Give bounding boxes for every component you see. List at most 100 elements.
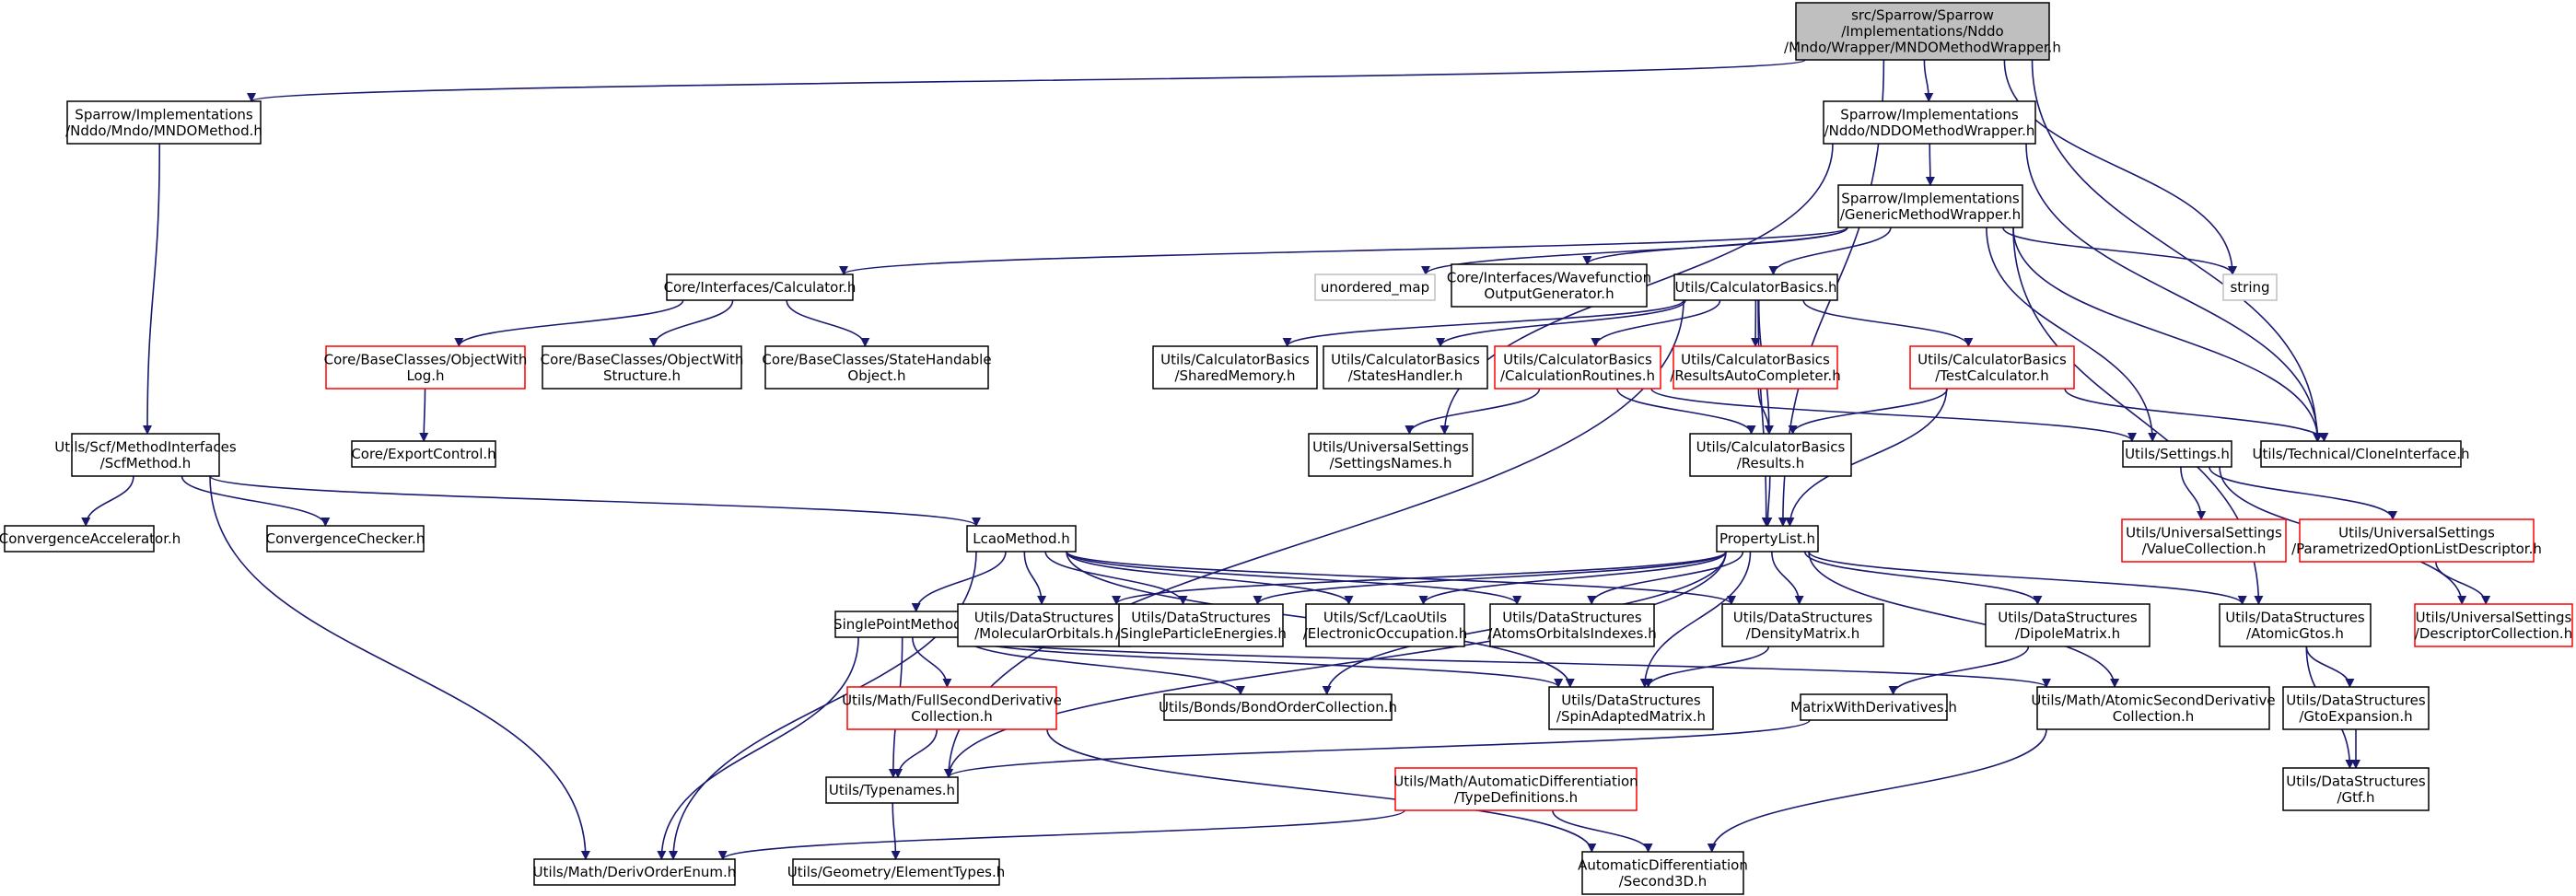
node-settings[interactable]: Utils/Settings.h [2122,440,2232,468]
node-box [1323,345,1488,390]
edge-settings-to-param_option [2209,466,2397,520]
node-atomic_gtos[interactable]: Utils/DataStructures/AtomicGtos.h [2219,603,2372,647]
node-gto_expansion[interactable]: Utils/DataStructures/GtoExpansion.h [2282,686,2430,730]
node-single_particle[interactable]: Utils/DataStructures/SingleParticleEnerg… [1115,603,1287,647]
node-atomic_second[interactable]: Utils/Math/AtomicSecondDerivativeCollect… [2031,686,2276,730]
node-property_list[interactable]: PropertyList.h [1716,525,1819,553]
node-box [846,686,1057,730]
node-results_auto[interactable]: Utils/CalculatorBasics/ResultsAutoComple… [1670,345,1841,390]
node-box [792,858,1000,886]
edge-calculator-to-obj_log [454,299,684,347]
edge-calc_basics-to-typenames [944,299,1684,778]
node-label-line: AutomaticDifferentiation [1578,856,1748,873]
edge-dipole_matrix-to-matrix_derivs [1888,646,2030,695]
node-settings_names[interactable]: Utils/UniversalSettings/SettingsNames.h [1308,433,1474,477]
node-mndo_method[interactable]: Sparrow/Implementations/Nddo/Mndo/MNDOMe… [65,100,262,145]
node-deriv_order[interactable]: Utils/Math/DerivOrderEnum.h [533,858,737,886]
node-single_point[interactable]: SinglePointMethod.h [833,611,975,638]
node-label-line: /ScfMethod.h [100,455,192,471]
node-bond_order[interactable]: Utils/Bonds/BondOrderCollection.h [1159,693,1397,721]
edge-lcao_method-to-single_particle [1044,551,1188,605]
node-test_calc[interactable]: Utils/CalculatorBasics/TestCalculator.h [1909,345,2075,390]
edge-typenames-to-element_types [891,802,901,860]
node-label-line: Utils/Scf/LcaoUtils [1323,609,1447,625]
node-label-line: /DescriptorCollection.h [2415,625,2572,642]
node-label-line: /Implementations/Nddo [1841,23,2003,40]
node-label-line: /Gtf.h [2337,789,2374,806]
node-box [2282,767,2430,811]
node-density_matrix[interactable]: Utils/DataStructures/DensityMatrix.h [1721,603,1884,647]
node-results[interactable]: Utils/CalculatorBasics/Results.h [1689,433,1852,477]
node-wavefunction[interactable]: Core/Interfaces/WavefunctionOutputGenera… [1447,263,1651,308]
edge-generic_wrapper-to-string [2002,227,2237,275]
node-states_handler[interactable]: Utils/CalculatorBasics/StatesHandler.h [1323,345,1488,390]
node-generic_wrapper[interactable]: Sparrow/Implementations/GenericMethodWra… [1837,184,2023,228]
node-label-line: /GtoExpansion.h [2299,708,2412,725]
node-full_second[interactable]: Utils/Math/FullSecondDerivativeCollectio… [842,686,1062,730]
node-atoms_orbitals[interactable]: Utils/DataStructures/AtomsOrbitalsIndexe… [1487,603,1657,647]
node-export_control[interactable]: Core/ExportControl.h [351,440,496,468]
node-label-line: /DipoleMatrix.h [2015,625,2120,642]
node-label-line: Sparrow/Implementations [1840,106,2019,122]
node-label-line: Utils/Math/AtomicSecondDerivative [2031,692,2275,708]
node-label-line: /Mndo/Wrapper/MNDOMethodWrapper.h [1784,40,2061,56]
node-label-line: /Results.h [1737,455,1805,471]
edge-calculator-to-state_handable [786,299,870,347]
edge-property_list-to-atomic_second [1808,551,2120,688]
edge-results-to-property_list [1763,475,1773,527]
node-molecular_orbitals[interactable]: Utils/DataStructures/MolecularOrbitals.h [957,603,1131,647]
node-element_types[interactable]: Utils/Geometry/ElementTypes.h [787,858,1006,886]
node-label-line: Utils/Technical/CloneInterface.h [2253,446,2470,462]
node-matrix_derivs[interactable]: MatrixWithDerivatives.h [1790,693,1957,721]
node-label-line: /TypeDefinitions.h [1454,789,1578,806]
node-label-line: /SettingsNames.h [1330,455,1452,471]
edge-calc_routines-to-results [1616,388,1756,435]
node-scf_method[interactable]: Utils/Scf/MethodInterfaces/ScfMethod.h [54,433,237,477]
edge-calc_basics-to-states_handler [1436,299,1686,347]
node-calculator[interactable]: Core/Interfaces/Calculator.h [664,273,857,301]
node-value_collection[interactable]: Utils/UniversalSettings/ValueCollection.… [2121,518,2287,563]
node-box [1308,433,1474,477]
node-calc_routines[interactable]: Utils/CalculatorBasics/CalculationRoutin… [1494,345,1661,390]
node-clone_interface[interactable]: Utils/Technical/CloneInterface.h [2253,440,2470,468]
node-label-line: Utils/DataStructures [2225,609,2365,625]
node-electronic_occ[interactable]: Utils/Scf/LcaoUtils/ElectronicOccupation… [1303,603,1468,647]
node-descriptor_coll[interactable]: Utils/UniversalSettings/DescriptorCollec… [2414,603,2573,647]
node-conv_checker[interactable]: ConvergenceChecker.h [266,525,425,553]
node-scf_conv_acc[interactable]: ScfConvergenceAccelerator.h [0,525,181,553]
node-label-line: Utils/DataStructures [1502,609,1642,625]
node-typenames[interactable]: Utils/Typenames.h [825,776,959,804]
node-lcao_method[interactable]: LcaoMethod.h [966,525,1077,553]
node-box [1909,345,2075,390]
node-label-line: Core/ExportControl.h [351,446,495,462]
node-gtf[interactable]: Utils/DataStructures/Gtf.h [2282,767,2430,811]
node-label-line: src/Sparrow/Sparrow [1851,7,1994,24]
node-label-line: Utils/CalculatorBasics [1681,351,1830,367]
node-calc_basics[interactable]: Utils/CalculatorBasics.h [1673,273,1838,301]
node-box [1716,525,1819,553]
node-label-line: LcaoMethod.h [973,530,1070,547]
node-box [825,776,959,804]
node-dipole_matrix[interactable]: Utils/DataStructures/DipoleMatrix.h [1985,603,2151,647]
node-type_definitions[interactable]: Utils/Math/AutomaticDifferentiation/Type… [1393,767,1638,811]
node-shared_memory[interactable]: Utils/CalculatorBasics/SharedMemory.h [1152,345,1318,390]
node-spin_adapted[interactable]: Utils/DataStructures/SpinAdaptedMatrix.h [1548,686,1714,730]
node-label-line: MatrixWithDerivatives.h [1790,699,1957,716]
node-box [325,345,526,390]
edge-param_option-to-descriptor_coll [2435,561,2491,605]
node-nddo_wrapper[interactable]: Sparrow/Implementations/Nddo/NDDOMethodW… [1823,100,2036,145]
node-param_option[interactable]: Utils/UniversalSettings/ParametrizedOpti… [2291,518,2542,563]
node-label-line: Utils/Math/FullSecondDerivative [842,692,1062,708]
node-label-line: ConvergenceChecker.h [266,530,425,547]
node-label-line: Utils/CalculatorBasics [1331,351,1480,367]
node-second3d[interactable]: AutomaticDifferentiation/Second3D.h [1578,851,1748,895]
edge-calc_basics-to-test_calc [1802,299,1974,347]
node-label-line: Utils/CalculatorBasics [1696,438,1846,455]
node-label-line: Utils/UniversalSettings [1312,438,1469,455]
edge-atomic_second-to-second3d [1707,728,2047,853]
node-label-line: Utils/Bonds/BondOrderCollection.h [1159,699,1397,716]
